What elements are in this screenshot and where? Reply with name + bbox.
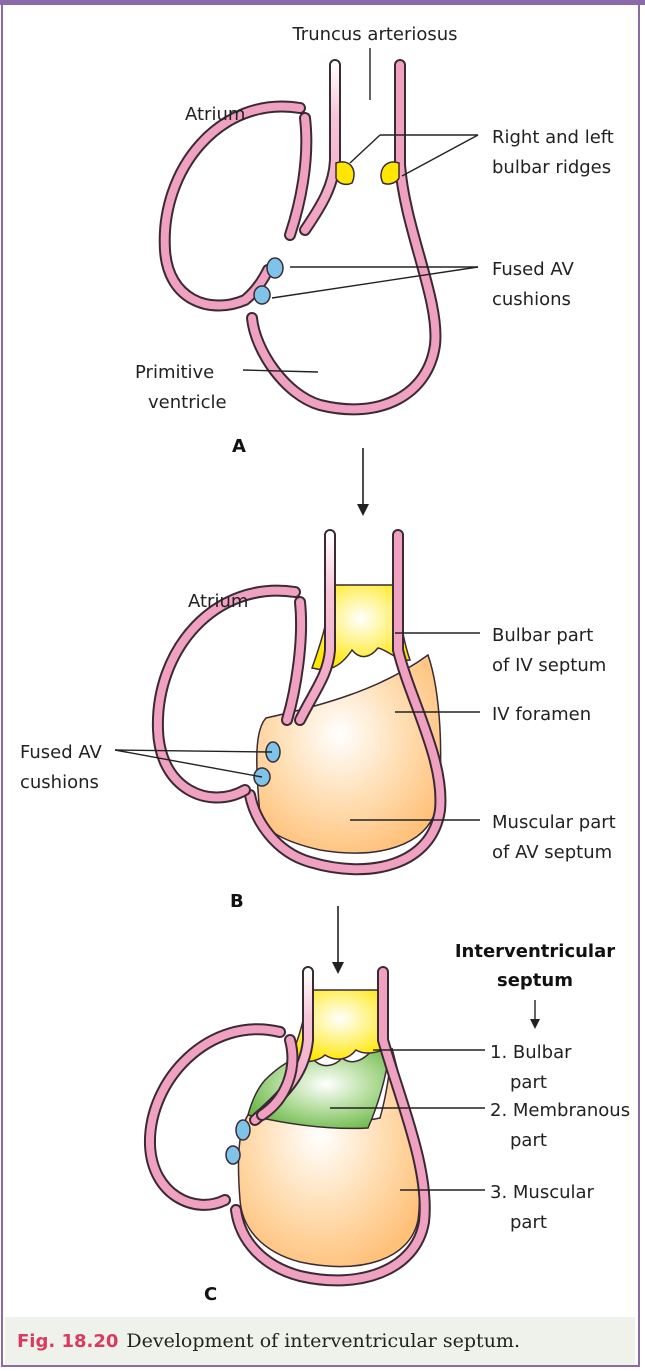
label-primitive-ventricle-line1: Primitive <box>135 362 214 383</box>
av-cushion-upper-a <box>267 258 283 278</box>
atrium-wall-a <box>165 107 307 306</box>
av-cushion-lower-c <box>226 1146 240 1164</box>
label-fused-av-b-line1: Fused AV <box>20 742 103 763</box>
label-muscular-part-c-line1: 3. Muscular <box>490 1182 595 1203</box>
av-cushion-lower-a <box>254 286 270 304</box>
label-bulbar-part-b-line1: Bulbar part <box>492 625 593 646</box>
label-iv-septum-heading-line1: Interventricular <box>455 941 615 962</box>
figure-number: Fig. 18.20 <box>17 1331 118 1352</box>
bulbar-ridge-left-a <box>336 162 354 185</box>
panel-a: Truncus arteriosus Atrium Right and left… <box>135 24 614 457</box>
label-bulbar-part-c-line2: part <box>510 1072 547 1093</box>
label-muscular-part-b-line2: of AV septum <box>492 842 612 863</box>
label-iv-septum-heading-line2: septum <box>497 970 573 991</box>
label-atrium-a: Atrium <box>185 104 245 125</box>
label-atrium-b: Atrium <box>188 591 248 612</box>
label-bulbar-ridges-line2: bulbar ridges <box>492 157 611 178</box>
panel-letter-c: C <box>204 1284 217 1305</box>
label-bulbar-ridges-line1: Right and left <box>492 127 614 148</box>
label-membranous-part-line1: 2. Membranous <box>490 1100 630 1121</box>
label-fused-av-b-line2: cushions <box>20 772 99 793</box>
label-primitive-ventricle-line2: ventricle <box>148 392 227 413</box>
label-muscular-part-c-line2: part <box>510 1212 547 1233</box>
label-bulbar-part-c-line1: 1. Bulbar <box>490 1042 572 1063</box>
label-iv-foramen: IV foramen <box>492 704 591 725</box>
label-fused-av-a-line2: cushions <box>492 289 571 310</box>
arrow-a-to-b <box>357 448 369 516</box>
label-membranous-part-line2: part <box>510 1130 547 1151</box>
panel-letter-a: A <box>232 436 246 457</box>
panel-b: Atrium Bulbar part of IV septum IV foram… <box>20 535 616 912</box>
label-truncus-arteriosus: Truncus arteriosus <box>291 24 457 45</box>
label-bulbar-part-b-line2: of IV septum <box>492 655 606 676</box>
label-muscular-part-b-line1: Muscular part <box>492 812 616 833</box>
label-fused-av-a-line1: Fused AV <box>492 259 575 280</box>
panel-c: Interventricular septum 1. Bulbar part 2… <box>150 941 630 1305</box>
figure-caption: Fig. 18.20 Development of interventricul… <box>5 1317 635 1365</box>
panel-letter-b: B <box>230 891 244 912</box>
bulbar-ridge-right-a <box>381 162 399 184</box>
figure-caption-text: Development of interventricular septum. <box>126 1330 520 1352</box>
av-cushion-upper-c <box>236 1120 250 1140</box>
ventricle-wall-a <box>252 65 435 409</box>
arrow-b-to-c <box>332 906 344 974</box>
